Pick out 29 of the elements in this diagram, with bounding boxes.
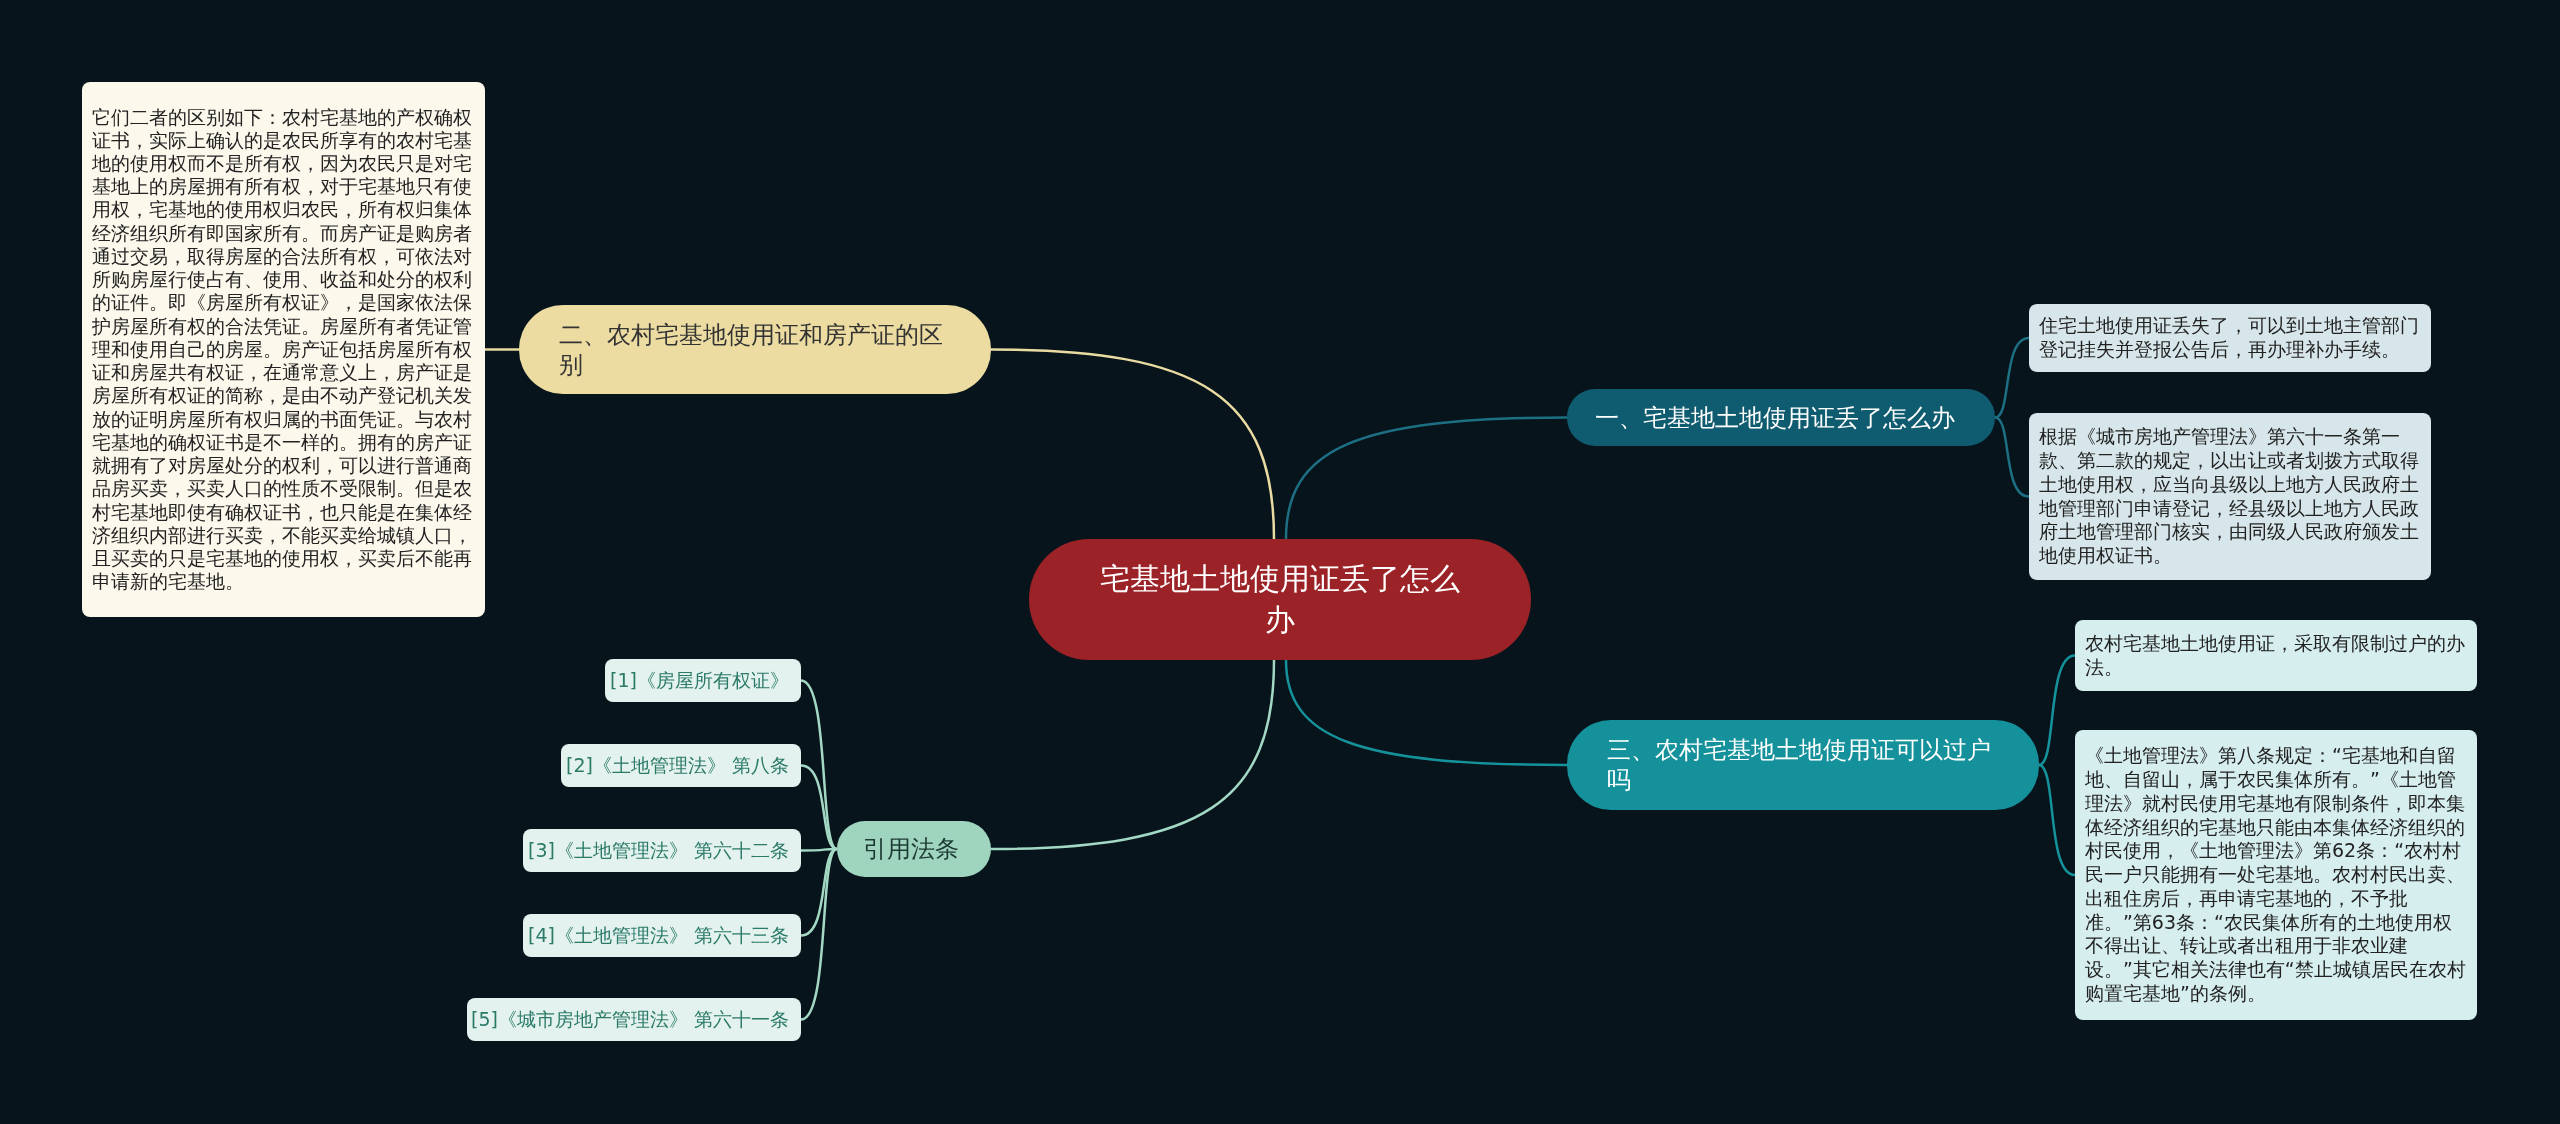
- connector-line: [801, 847, 837, 852]
- note-box: 农村宅基地土地使用证，采取有限制过户的办法。: [2075, 620, 2477, 691]
- note-box: 住宅土地使用证丢失了，可以到土地主管部门登记挂失并登报公告后，再办理补办手续。: [2029, 304, 2431, 372]
- note-box: 它们二者的区别如下：农村宅基地的产权确权证书，实际上确认的是农民所享有的农村宅基地的使用权而不是所有权，因为农民只是对宅基地上的房屋拥有所有权，对于宅基地只有使用权，宅基地的使用权归农民，所有权归集体经济组织所有即国家所有。而房产证是购房者通过交易，取得房屋的合法所有权，可依法对所购房屋行使占有、使用、收益和处分的权利的证件。即《房屋所有权证》，是国家依法保护房屋所有权的合法凭证。房屋所有者凭证管理和使用自己的房屋。房产证包括房屋所有权证和房屋共有权证，在通常意义上，房产证是房屋所有权证的简称，是由不动产登记机关发放的证明房屋所有权归属的书面凭证。与农村宅基地的确权证书是不一样的。拥有的房产证就拥有了对房屋处分的权利，可以进行普通商品房买卖，买卖人口的性质不受限制。但是农村宅基地即使有确权证书，也只能是在集体经济组织内部进行买卖，不能买卖给城镇人口，且买卖的只是宅基地的使用权，买卖后不能再申请新的宅基地。: [82, 82, 485, 617]
- note-box: 根据《城市房地产管理法》第六十一条第一款、第二款的规定，以出让或者划拨方式取得土地使用权，应当向县级以上地方人民政府土地管理部门申请登记，经县级以上地方人民政府土地管理部门核实，由同级人民政府颁发土地使用权证书。: [2029, 413, 2431, 580]
- reference-box: [4]《土地管理法》 第六十三条: [523, 914, 801, 957]
- reference-box: [3]《土地管理法》 第六十二条: [523, 829, 801, 872]
- connector-line: [2038, 763, 2076, 877]
- connector-line: [1284, 416, 1567, 540]
- reference-box: [1]《房屋所有权证》: [605, 659, 801, 702]
- connector-line: [800, 847, 838, 937]
- branch-topic: 三、农村宅基地土地使用证可以过户吗: [1567, 720, 2039, 810]
- connector-line: [800, 679, 838, 850]
- central-topic: 宅基地土地使用证丢了怎么办: [1029, 539, 1531, 660]
- connector-line: [1994, 336, 2030, 419]
- branch-topic: 一、宅基地土地使用证丢了怎么办: [1567, 389, 1995, 446]
- note-box: 《土地管理法》第八条规定：“宅基地和自留地、自留山，属于农民集体所有。”《土地管理法》就村民使用宅基地有限制条件，即本集体经济组织的宅基地只能由本集体经济组织的村民使用，《土地管理法》第62条：“农村村民一户只能拥有一处宅基地。农村村民出卖、出租住房后，再申请宅基地的，不予批准。”第63条：“农民集体所有的土地使用权不得出让、转让或者出租用于非农业建设。”其它相关法律也有“禁止城镇居民在农村购置宅基地”的条例。: [2075, 730, 2477, 1020]
- connector-line: [1994, 416, 2030, 498]
- branch-topic: 引用法条: [837, 821, 991, 877]
- connector-line: [990, 348, 1276, 540]
- branch-topic: 二、农村宅基地使用证和房产证的区别: [519, 305, 991, 394]
- reference-box: [5]《城市房地产管理法》 第六十一条: [467, 998, 801, 1041]
- connector-line: [800, 848, 838, 1021]
- connector-line: [1284, 659, 1567, 767]
- connector-line: [990, 659, 1276, 851]
- connector-line: [485, 348, 519, 351]
- connector-line: [2038, 654, 2076, 767]
- connector-line: [800, 764, 838, 851]
- reference-box: [2]《土地管理法》 第八条: [561, 744, 801, 787]
